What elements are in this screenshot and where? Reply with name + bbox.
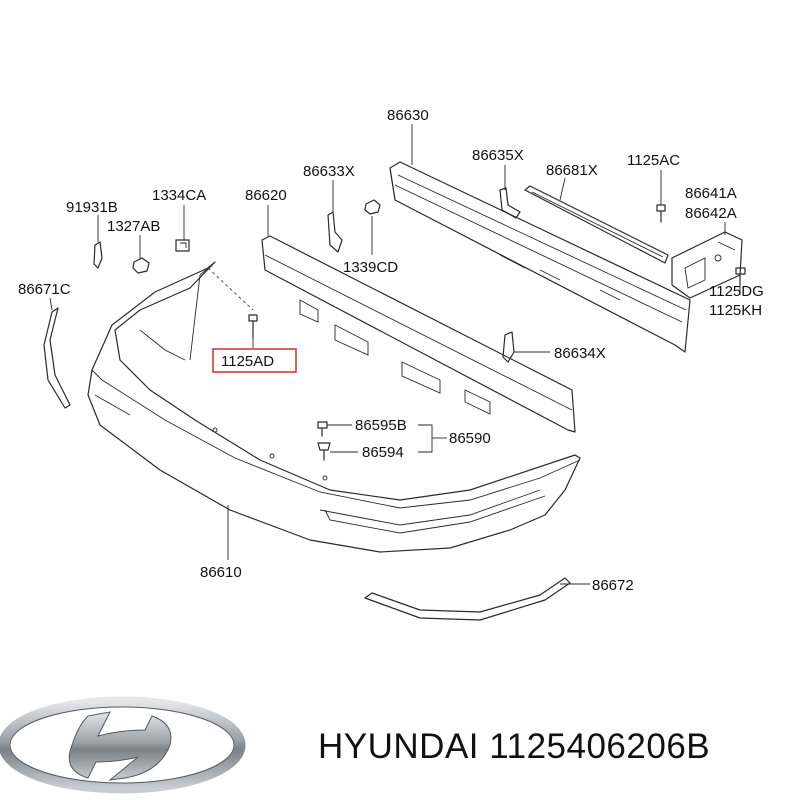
- nut-1327ab: [132, 257, 150, 274]
- energy-absorber: [261, 235, 576, 433]
- nut-1339cd: [364, 199, 381, 215]
- moulding-86671c: [43, 307, 71, 409]
- hyundai-logo-icon: [0, 696, 246, 794]
- label-1125ac: 1125AC: [627, 152, 680, 169]
- label-1339cd: 1339CD: [343, 259, 398, 276]
- label-1125kh: 1125KH: [709, 302, 762, 319]
- bracket-86633x: [327, 211, 343, 253]
- retainer-1334ca: [175, 239, 190, 252]
- screw-1125ad: [248, 314, 258, 339]
- label-86642a: 86642A: [685, 205, 737, 222]
- bracket-86634x: [502, 331, 515, 363]
- fastener-86595b: [317, 421, 328, 437]
- label-86594: 86594: [362, 444, 404, 461]
- highlighted-part-1125ad: 1125AD: [212, 348, 297, 373]
- highlight-box: [212, 348, 297, 373]
- bumper-cover: [87, 261, 581, 553]
- label-1327ab: 1327AB: [107, 218, 160, 235]
- bolt-1125ac: [656, 204, 666, 223]
- label-86590: 86590: [449, 430, 491, 447]
- moulding-86672: [364, 577, 571, 621]
- bracket-86635x: [499, 187, 521, 219]
- leader-lines: [49, 124, 741, 585]
- part-labels: 86630 86635X 86681X 1125AC 86641A 86642A…: [18, 107, 764, 594]
- label-86595b: 86595B: [355, 417, 407, 434]
- fastener-86594: [317, 442, 331, 461]
- label-86634x: 86634X: [554, 345, 606, 362]
- label-86641a: 86641A: [685, 185, 737, 202]
- reinforcing-bar: [524, 185, 669, 264]
- label-91931b: 91931B: [66, 199, 118, 216]
- label-86633x: 86633X: [303, 163, 355, 180]
- label-1125ad: 1125AD: [221, 353, 274, 370]
- label-1125dg: 1125DG: [709, 283, 764, 300]
- label-1334ca: 1334CA: [152, 187, 206, 204]
- label-86610: 86610: [200, 564, 242, 581]
- clip-91931b: [93, 241, 103, 269]
- label-86635x: 86635X: [472, 147, 524, 164]
- label-86620: 86620: [245, 187, 287, 204]
- bolt-1125dg: [735, 267, 746, 286]
- reinforcement-beam: [389, 161, 691, 353]
- label-86671c: 86671C: [18, 281, 71, 298]
- label-86681x: 86681X: [546, 162, 598, 179]
- label-86672: 86672: [592, 577, 634, 594]
- brand-caption: HYUNDAI 1125406206B: [318, 727, 710, 766]
- label-86630: 86630: [387, 107, 429, 124]
